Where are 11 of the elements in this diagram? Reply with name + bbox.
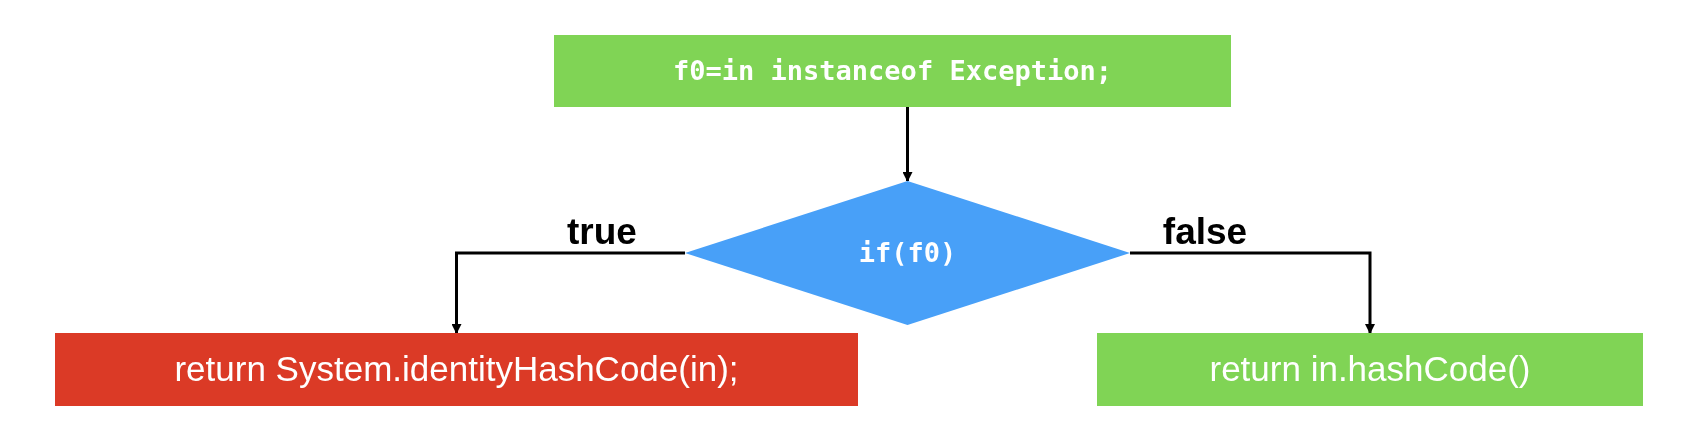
process-box [1097, 333, 1643, 406]
process-box [554, 35, 1231, 107]
process-box [55, 333, 858, 406]
arrow [451, 251, 685, 334]
arrow [902, 107, 913, 182]
decision-diamond [685, 181, 1130, 325]
node-label: return in.hashCode() [1209, 348, 1531, 391]
node-label: f0=in instanceof Exception; [673, 53, 1112, 88]
node-label: if(f0) [858, 235, 957, 270]
node-label: return System.identityHashCode(in); [174, 348, 739, 391]
arrow [1130, 251, 1375, 334]
